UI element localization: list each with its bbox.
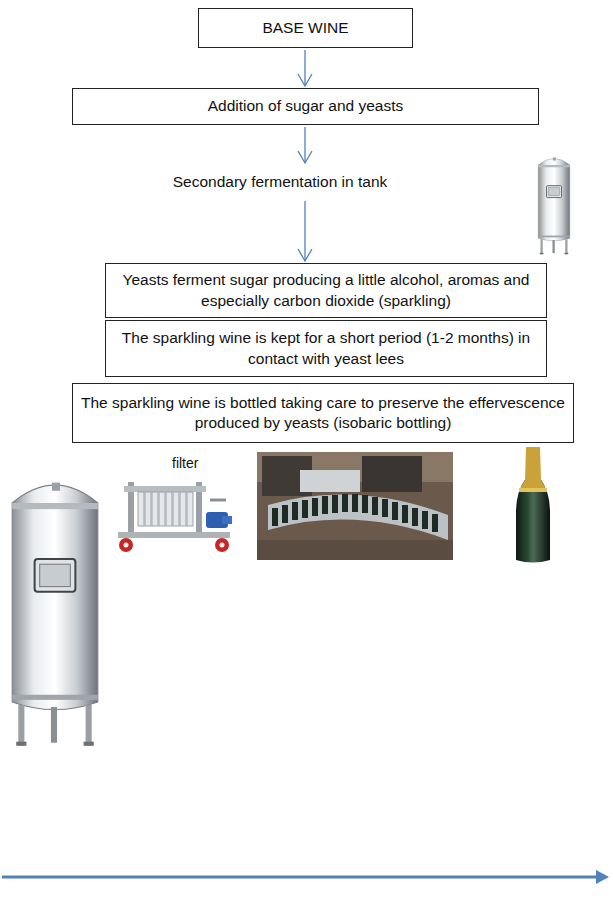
picture-label: filter: [170, 455, 200, 471]
box-text: Addition of sugar and yeasts: [208, 96, 404, 116]
bottling-line-picture: [257, 452, 453, 560]
process-box: Yeasts ferment sugar producing a little …: [105, 263, 547, 318]
process-box: BASE WINE: [198, 8, 413, 48]
flow-arrow: [298, 127, 312, 163]
flow-arrow: [298, 201, 312, 261]
box-text: Yeasts ferment sugar producing a little …: [114, 270, 538, 310]
tank-icon: [538, 158, 570, 255]
box-text: The sparkling wine is bottled taking car…: [81, 393, 565, 433]
flow-arrow: [298, 50, 312, 86]
process-box: The sparkling wine is kept for a short p…: [105, 320, 547, 377]
process-box: The sparkling wine is bottled taking car…: [72, 383, 574, 443]
box-text: Secondary fermentation in tank: [173, 172, 388, 192]
process-arrow: [2, 870, 609, 884]
process-step-text: Secondary fermentation in tank: [110, 165, 450, 199]
filter-picture: [118, 482, 232, 552]
tank-picture: [12, 483, 98, 746]
process-box: Addition of sugar and yeasts: [72, 88, 539, 125]
box-text: BASE WINE: [262, 18, 348, 38]
box-text: The sparkling wine is kept for a short p…: [114, 328, 538, 368]
bottle-picture: [516, 447, 550, 563]
